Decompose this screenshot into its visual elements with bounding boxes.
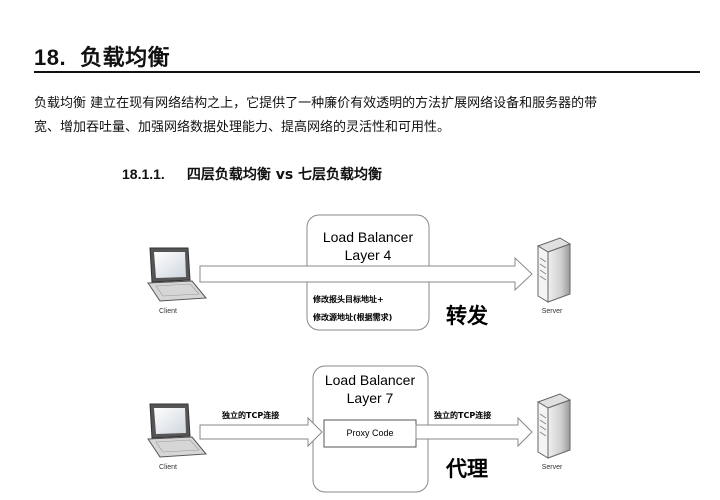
- intro-line-1: 负载均衡 建立在现有网络结构之上，它提供了一种廉价有效透明的方法扩展网络设备和服…: [34, 96, 598, 111]
- intro-line-2: 宽、增加吞吐量、加强网络数据处理能力、提高网络的灵活性和可用性。: [34, 120, 451, 135]
- layer4-client-laptop-icon: [147, 247, 208, 302]
- subsection-title: 四层负载均衡 vs 七层负载均衡: [186, 167, 383, 183]
- layer7-right-arrow: [415, 416, 533, 448]
- layer4-client-label: Client: [159, 308, 177, 315]
- layer7-client-laptop-icon: [147, 403, 208, 458]
- section-title: 负载均衡: [80, 46, 171, 71]
- layer7-left-arrow: [199, 416, 323, 448]
- layer4-note-2: 修改源地址(根据需求): [312, 312, 392, 322]
- layer7-action-label: 代理: [445, 457, 488, 481]
- layer4-action-label: 转发: [446, 304, 489, 328]
- layer7-left-connection: 独立的TCP连接: [221, 410, 279, 420]
- section-heading: 18. 负载均衡: [34, 40, 700, 72]
- layer7-diagram: Load Balancer Layer 7 独立的TCP连接 Proxy Cod…: [147, 365, 572, 493]
- layer4-box-subtitle: Layer 4: [345, 247, 392, 263]
- layer4-box-title: Load Balancer: [323, 229, 414, 245]
- proxy-code-label: Proxy Code: [346, 428, 393, 438]
- layer7-box-subtitle: Layer 7: [347, 390, 394, 406]
- subsection-heading: 18.1.1. 四层负载均衡 vs 七层负载均衡: [122, 164, 382, 184]
- layer7-server-label: Server: [542, 464, 563, 471]
- layer7-right-connection: 独立的TCP连接: [433, 410, 491, 420]
- layer7-box-title: Load Balancer: [325, 372, 416, 388]
- layer7-server-icon: [536, 393, 572, 459]
- layer4-server-label: Server: [542, 308, 563, 315]
- intro-paragraph: 负载均衡 建立在现有网络结构之上，它提供了一种廉价有效透明的方法扩展网络设备和服…: [34, 92, 704, 140]
- proxy-code-box: [323, 419, 417, 448]
- layer4-server-icon: [536, 237, 572, 303]
- layer4-forward-arrow: [199, 256, 533, 292]
- section-number: 18.: [34, 45, 67, 70]
- heading-rule: [34, 71, 700, 73]
- layer4-diagram: Load Balancer Layer 4 修改报头目标地址+ 修改源地址(根据…: [147, 214, 572, 331]
- subsection-number: 18.1.1.: [122, 166, 165, 182]
- layer7-client-label: Client: [159, 464, 177, 471]
- layer4-note-1: 修改报头目标地址+: [312, 294, 384, 304]
